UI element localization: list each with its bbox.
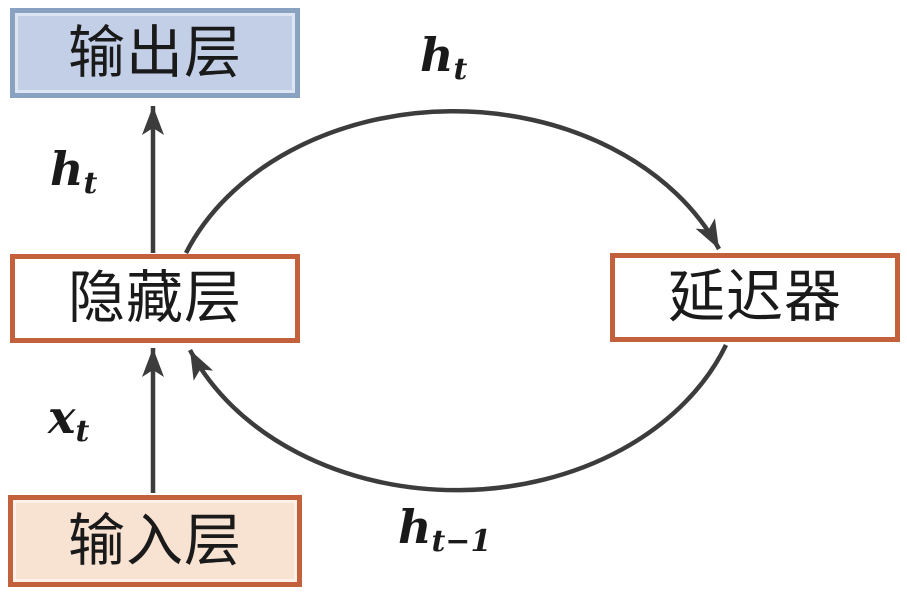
edge-label-ht-minus-1: ht−1 xyxy=(398,504,491,557)
output-layer-label: 输出层 xyxy=(68,21,242,85)
arrow-hidden-to-delay xyxy=(183,109,721,255)
ht-recurrent-base: h xyxy=(420,28,454,82)
delay-unit-box: 延迟器 xyxy=(610,253,900,342)
delay-unit-label: 延迟器 xyxy=(668,266,842,329)
ht-minus-1-base: h xyxy=(398,500,432,554)
ht-minus-1-sub: t−1 xyxy=(431,524,492,559)
input-layer-box: 输入层 xyxy=(8,495,302,587)
output-layer-box: 输出层 xyxy=(10,8,300,98)
xt-input-base: x xyxy=(48,390,76,444)
hidden-layer-label: 隐藏层 xyxy=(68,267,242,330)
hidden-layer-box: 隐藏层 xyxy=(10,254,300,343)
edge-label-xt-input: xt xyxy=(48,394,89,447)
arrow-delay-to-hidden xyxy=(188,344,729,493)
input-layer-label: 输入层 xyxy=(68,509,242,573)
xt-input-sub: t xyxy=(75,414,90,449)
ht-recurrent-sub: t xyxy=(453,52,468,87)
edge-label-ht-recurrent: ht xyxy=(420,32,467,85)
edge-label-ht-output: ht xyxy=(50,146,97,199)
ht-output-sub: t xyxy=(83,166,98,201)
ht-output-base: h xyxy=(50,142,84,196)
